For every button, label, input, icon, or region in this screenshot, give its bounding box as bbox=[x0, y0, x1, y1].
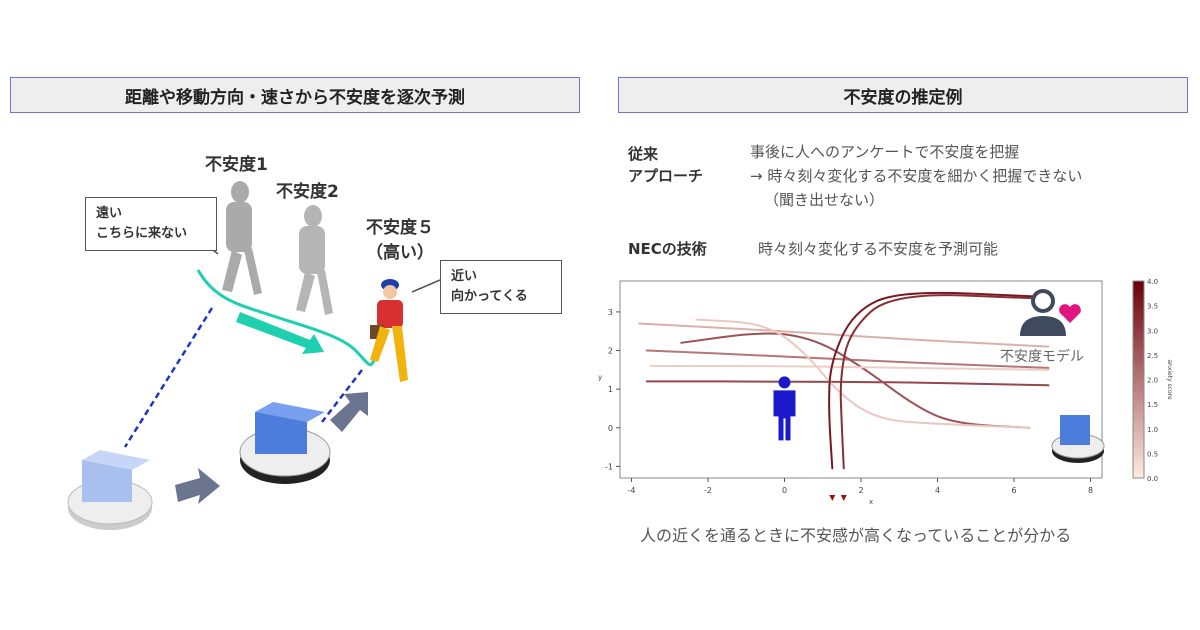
user-icon bbox=[1031, 289, 1055, 313]
move-arrow-1 bbox=[175, 468, 220, 504]
colorbar-label: anxiety score bbox=[1166, 359, 1173, 400]
trajectory-t2 bbox=[645, 349, 1050, 369]
move-arrow-2 bbox=[330, 392, 368, 432]
colorbar bbox=[1132, 280, 1145, 479]
trajectory-t1 bbox=[645, 380, 1050, 387]
user-icon bbox=[1020, 316, 1066, 336]
person-icon bbox=[773, 390, 796, 441]
colorbar-tick-label: 0.0 bbox=[1147, 475, 1158, 483]
y-tick-label: 1 bbox=[608, 385, 613, 394]
trajectory-t3 bbox=[638, 322, 1050, 348]
x-tick-label: 8 bbox=[1088, 486, 1093, 495]
x-tick-label: 4 bbox=[935, 486, 940, 495]
x-tick-label: -4 bbox=[627, 486, 635, 495]
trajectory-t5 bbox=[695, 318, 1031, 429]
anxiety-label-5: 不安度５（高い） bbox=[366, 218, 434, 263]
person-icon bbox=[778, 376, 791, 389]
robot-scene-illustration bbox=[67, 181, 441, 530]
colorbar-tick-label: 2.0 bbox=[1147, 377, 1158, 385]
trajectory-t6 bbox=[649, 364, 1050, 371]
x-tick-label: 6 bbox=[1011, 486, 1016, 495]
left-header: 距離や移動方向・速さから不安度を逐次予測 bbox=[10, 77, 580, 113]
person-walking bbox=[370, 279, 408, 382]
marker-icon bbox=[829, 495, 836, 501]
walking-path bbox=[196, 269, 377, 367]
conventional-desc: 事後に人へのアンケートで不安度を把握→ 時々刻々変化する不安度を細かく把握できな… bbox=[750, 143, 1083, 209]
nec-desc: 時々刻々変化する不安度を予測可能 bbox=[758, 240, 999, 258]
anxiety-label-1: 不安度1 bbox=[205, 155, 268, 175]
colorbar-tick-label: 1.5 bbox=[1147, 401, 1158, 409]
x-tick-label: -2 bbox=[704, 486, 712, 495]
y-axis-label: y bbox=[598, 374, 602, 382]
anxiety-chart: -4 -2 0 2 4 6 8 -1 0 1 2 3 x y 0.0 0.5 1.0 1.5 2.0 2.5 3.0 3.… bbox=[598, 278, 1173, 506]
x-axis-label: x bbox=[869, 498, 873, 506]
person-ghost-2 bbox=[296, 205, 333, 315]
robot-near bbox=[239, 402, 331, 484]
y-tick-label: 2 bbox=[608, 347, 613, 356]
direction-arrow-teal bbox=[236, 312, 324, 354]
person-ghost-1 bbox=[222, 181, 262, 295]
x-tick-label: 2 bbox=[858, 486, 863, 495]
colorbar-tick-label: 1.0 bbox=[1147, 426, 1158, 434]
anxiety-label-2: 不安度2 bbox=[276, 182, 339, 202]
marker-icon bbox=[840, 495, 847, 501]
colorbar-tick-label: 3.0 bbox=[1147, 327, 1158, 335]
colorbar-tick-label: 3.5 bbox=[1147, 303, 1158, 311]
bubble-near: 近い向かってくる bbox=[440, 260, 562, 314]
robot-icon bbox=[1060, 415, 1090, 445]
colorbar-tick-label: 2.5 bbox=[1147, 352, 1158, 360]
x-tick-label: 0 bbox=[782, 486, 787, 495]
y-tick-label: 3 bbox=[608, 308, 613, 317]
trajectory-t7 bbox=[828, 291, 1038, 470]
bubble-far: 遠いこちらに来ない bbox=[85, 197, 217, 251]
y-tick-label: 0 bbox=[608, 424, 613, 433]
right-header: 不安度の推定例 bbox=[618, 77, 1188, 113]
model-label: 不安度モデル bbox=[1000, 349, 1084, 365]
trajectory-t4 bbox=[680, 332, 1031, 429]
distance-near-arrow bbox=[321, 369, 363, 423]
trajectory-t8 bbox=[839, 294, 1038, 470]
plot-frame bbox=[619, 280, 1103, 479]
colorbar-tick-label: 0.5 bbox=[1147, 450, 1158, 458]
colorbar-tick-label: 4.0 bbox=[1147, 278, 1158, 286]
robot-far bbox=[67, 450, 153, 530]
caption: 人の近くを通るときに不安感が高くなっていることが分かる bbox=[640, 526, 1072, 545]
conventional-label: 従来アプローチ bbox=[628, 145, 704, 185]
y-tick-label: -1 bbox=[605, 462, 613, 471]
nec-label: NECの技術 bbox=[628, 240, 707, 258]
distance-far-arrow bbox=[123, 307, 214, 448]
heart-icon bbox=[1059, 304, 1081, 323]
